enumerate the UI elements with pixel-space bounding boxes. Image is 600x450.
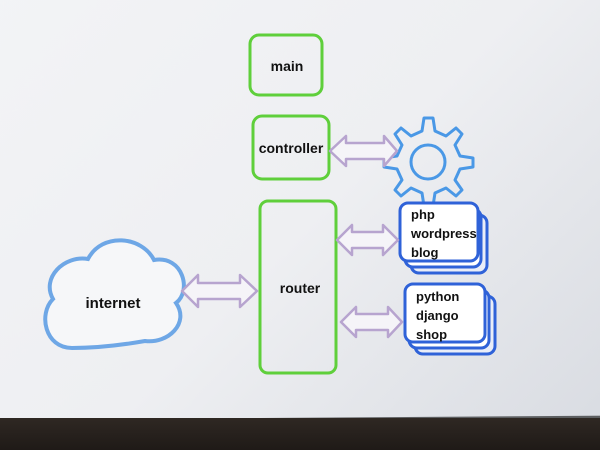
cloud-icon: internet: [43, 238, 186, 351]
router-node: router: [258, 199, 338, 375]
arrow-internet-router: [180, 273, 259, 309]
arrow-router-php: [335, 223, 400, 257]
main-label: main: [271, 58, 304, 74]
shop-label: shop: [416, 327, 447, 342]
blog-label: blog: [411, 245, 438, 260]
main-node: main: [248, 33, 324, 97]
controller-label: controller: [259, 140, 324, 156]
controller-node: controller: [251, 114, 331, 181]
django-label: django: [416, 308, 459, 323]
python-stack: python django shop: [403, 282, 497, 356]
floor-shadow: [0, 418, 600, 450]
python-label: python: [416, 289, 459, 304]
arrow-router-python: [339, 305, 404, 339]
php-label: php: [411, 207, 435, 222]
internet-label: internet: [85, 295, 140, 312]
gear-icon: [382, 116, 475, 208]
router-label: router: [280, 280, 321, 296]
php-stack: php wordpress blog: [398, 201, 489, 275]
arrow-controller-gear: [328, 134, 399, 168]
wordpress-label: wordpress: [410, 226, 477, 241]
